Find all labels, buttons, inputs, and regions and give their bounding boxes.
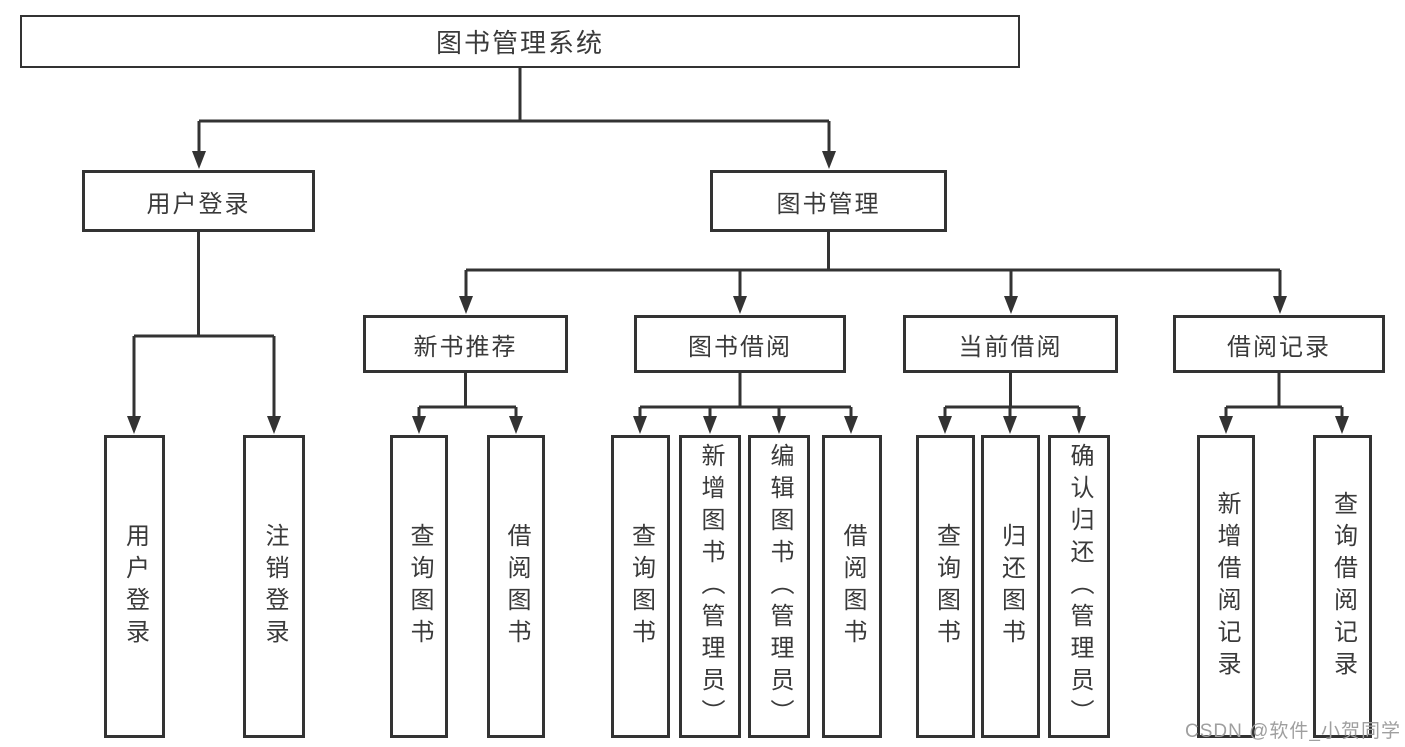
leaf-add-books-admin: 新增图书（管理员） <box>679 435 741 738</box>
leaf-borrow-books: 借阅图书 <box>822 435 882 738</box>
leaf-add-borrow-record: 新增借阅记录 <box>1197 435 1255 738</box>
leaf-return-books: 归还图书 <box>981 435 1040 738</box>
leaf-query-books-recommend: 查询图书 <box>390 435 448 738</box>
leaf-query-books-borrowing: 查询图书 <box>611 435 670 738</box>
node-borrowing-records: 借阅记录 <box>1173 315 1385 373</box>
node-library-management-system: 图书管理系统 <box>20 15 1020 68</box>
csdn-watermark: CSDN @软件_小贺同学 <box>1185 721 1401 742</box>
leaf-query-books-current: 查询图书 <box>916 435 975 738</box>
node-current-borrowing: 当前借阅 <box>903 315 1118 373</box>
node-book-borrowing: 图书借阅 <box>634 315 846 373</box>
leaf-edit-books-admin: 编辑图书（管理员） <box>748 435 810 738</box>
leaf-user-login: 用户登录 <box>104 435 165 738</box>
leaf-logout: 注销登录 <box>243 435 305 738</box>
leaf-confirm-return-admin: 确认归还（管理员） <box>1048 435 1110 738</box>
node-new-book-recommendation: 新书推荐 <box>363 315 568 373</box>
node-user-login: 用户登录 <box>82 170 315 232</box>
leaf-query-borrow-record: 查询借阅记录 <box>1313 435 1372 738</box>
tree-edges <box>132 68 1344 417</box>
node-book-management: 图书管理 <box>710 170 947 232</box>
leaf-borrow-books-recommend: 借阅图书 <box>487 435 545 738</box>
